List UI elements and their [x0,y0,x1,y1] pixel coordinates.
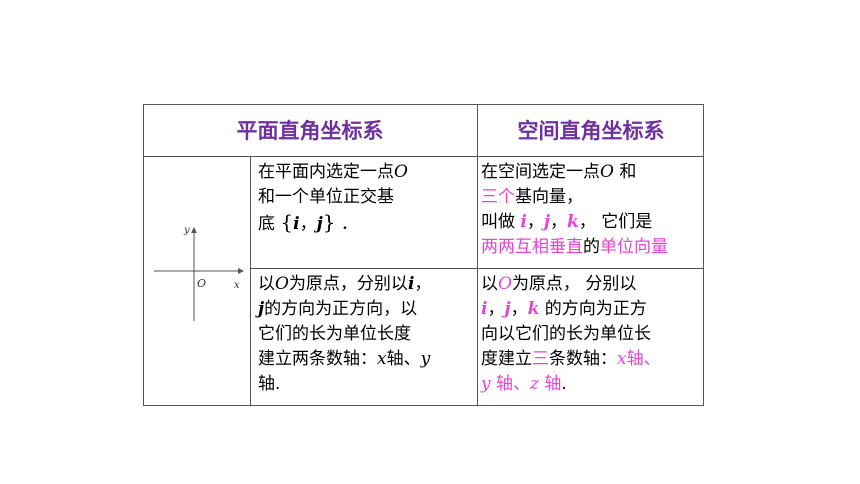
plane-axes-cell: 以O为原点，分别以i， j的方向为正方向，以 它们的长为单位长度 建立两条数轴：… [258,272,478,397]
text-span: 度建立 [481,349,532,369]
text-span: 以它们的长为单位长 [498,324,651,344]
text-span: 在空间选定一点 [481,162,600,182]
comma: ， [526,212,544,232]
text-span: ， 它们是 [578,212,653,232]
text-span: 条数轴： [549,349,617,369]
text-span: 为原点，分别以 [288,274,408,294]
text-span: 的 [583,237,600,257]
vector-k: k [567,212,579,232]
highlight-three: 三个 [481,187,515,207]
axis-y: y [481,374,491,394]
header-space-coordinate-system: 空间直角坐标系 [478,104,704,156]
point-o: O [498,274,512,294]
header-plane-coordinate-system: 平面直角坐标系 [143,104,477,156]
comma: ， [550,212,568,232]
text-span: 的方向为正方 [539,299,647,319]
column-divider-diagram [250,156,251,406]
comma: ， [487,299,505,319]
highlight-three: 三 [532,349,549,369]
row-divider [250,268,704,269]
space-axes-cell: 以O为原点， 分别以 i，j，k 的方向为正方 向以它们的长为单位长 度建立三条… [481,272,703,397]
plane-axes-line-3: 它们的长为单位长度 [258,322,478,347]
point-o: O [394,162,408,182]
vector-j: j [543,212,551,232]
text-span: 以 [258,274,275,294]
plane-axes-line-1: 以O为原点，分别以i， [258,272,478,297]
plane-basis-line-3: 底 {i，j} ． [258,210,473,237]
text-span: 轴、 [386,349,421,369]
diagram-x-arrow [238,268,244,274]
period: . [561,374,567,394]
header-divider [143,156,704,157]
vector-i: i [407,274,415,294]
text-span: 基向量， [515,187,583,207]
text-span: 和一个单位正交基 [258,187,394,207]
comma: ， [510,299,528,319]
comma: ， [414,274,432,294]
comma: ， [299,214,317,234]
text-span: 以 [481,274,498,294]
text-span: 在平面内选定一点 [258,162,394,182]
space-basis-line-3: 叫做 i，j，k， 它们是 [481,210,701,235]
plane-axes-diagram: y O x [154,225,244,321]
text-span: 为原点， 分别以 [511,274,637,294]
diagram-x-label: x [234,280,240,291]
header-space-label: 空间直角坐标系 [517,119,665,143]
vector-i: i [520,212,527,232]
text-span: 的方向为正方向，以 [264,299,418,319]
axis-z: z [530,374,539,394]
text-span: 轴. [258,374,281,394]
vector-j: j [504,299,511,319]
axis-y: y [420,349,431,369]
text-span: 向 [481,324,498,344]
space-axes-line-2: i，j，k 的方向为正方 [481,297,703,322]
axis-x: x [377,349,387,369]
text-span: 建立两条数轴： [258,349,377,369]
plane-basis-line-2: 和一个单位正交基 [258,185,473,210]
plane-axes-line-5: 轴. [258,372,478,397]
table-border-bottom [143,405,704,406]
space-axes-line-3: 向以它们的长为单位长 [481,322,703,347]
vector-j: j [316,214,323,234]
axis-suffix: 轴、 [490,374,531,394]
plane-basis-cell: 在平面内选定一点O 和一个单位正交基 底 {i，j} ． [258,160,473,237]
space-basis-line-1: 在空间选定一点O 和 [481,160,701,185]
table-border-top [143,104,704,105]
table-border-left [143,104,144,406]
space-axes-line-5: y 轴、z 轴. [481,372,703,397]
diagram-origin-label: O [197,277,206,290]
axis-x: x [617,349,627,369]
header-plane-label: 平面直角坐标系 [236,119,384,143]
point-o: O [275,274,289,294]
space-axes-line-1: 以O为原点， 分别以 [481,272,703,297]
point-o: O [600,162,614,182]
vector-j: j [258,299,265,319]
period: ． [340,214,358,234]
vector-i: i [293,214,300,234]
column-divider-main [477,104,478,406]
space-basis-line-4: 两两互相垂直的单位向量 [481,235,701,260]
plane-axes-line-4: 建立两条数轴：x轴、y [258,347,478,372]
left-brace: { [280,210,294,234]
text-span: 和 [619,162,637,182]
space-axes-line-4: 度建立三条数轴：x轴、 [481,347,703,372]
text-span: 底 [258,214,275,234]
text-span: 它们的长为单位长度 [258,324,411,344]
highlight-mutually-perpendicular: 两两互相垂直 [481,237,583,257]
right-brace: } [322,210,336,234]
coordinate-comparison-table: 平面直角坐标系 空间直角坐标系 y O x 在平面内选定一点O 和一个单位正交基… [143,104,704,406]
axis-suffix: 轴、 [626,349,661,369]
vector-k: k [527,299,540,319]
table-border-right [703,104,704,406]
highlight-unit-vector: 单位向量 [600,237,668,257]
diagram-y-arrow [191,227,197,233]
diagram-y-label: y [183,225,190,236]
space-basis-cell: 在空间选定一点O 和 三个基向量， 叫做 i，j，k， 它们是 两两互相垂直的单… [481,160,701,260]
vector-i: i [481,299,488,319]
plane-axes-line-2: j的方向为正方向，以 [258,297,478,322]
space-basis-line-2: 三个基向量， [481,185,701,210]
text-span: 叫做 [481,212,515,232]
axis-suffix: 轴 [538,374,562,394]
plane-basis-line-1: 在平面内选定一点O [258,160,473,185]
